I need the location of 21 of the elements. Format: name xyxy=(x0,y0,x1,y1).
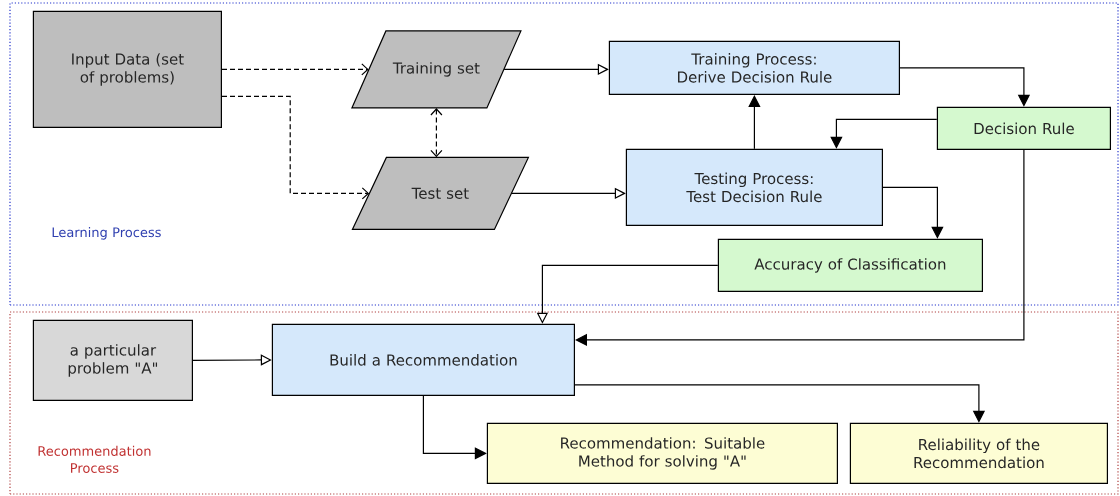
process-box: Input Data (set of problems) xyxy=(32,10,222,128)
arrow xyxy=(575,149,1025,347)
arrow xyxy=(422,395,487,460)
arrow xyxy=(192,354,272,366)
process-box: Reliability of the Recommendation xyxy=(849,422,1108,484)
data-parallelogram: Test set xyxy=(351,156,530,230)
process-box: Build a Recommendation xyxy=(271,323,575,396)
process-box: Training Process: Derive Decision Rule xyxy=(608,40,900,95)
arrow xyxy=(748,95,761,150)
process-box: Accuracy of Classification xyxy=(717,238,983,292)
process-box: a particular problem "A" xyxy=(32,319,193,401)
arrow xyxy=(221,95,370,200)
arrow xyxy=(899,67,1031,107)
arrow xyxy=(830,118,938,149)
process-box: Recommendation: Suitable Method for solving "A" xyxy=(486,422,838,484)
arrow xyxy=(882,186,944,239)
process-box: Decision Rule xyxy=(936,106,1111,150)
process-box: Testing Process: Test Decision Rule xyxy=(625,148,883,226)
arrow xyxy=(221,63,369,76)
arrow xyxy=(574,384,986,423)
arrow xyxy=(430,108,443,158)
